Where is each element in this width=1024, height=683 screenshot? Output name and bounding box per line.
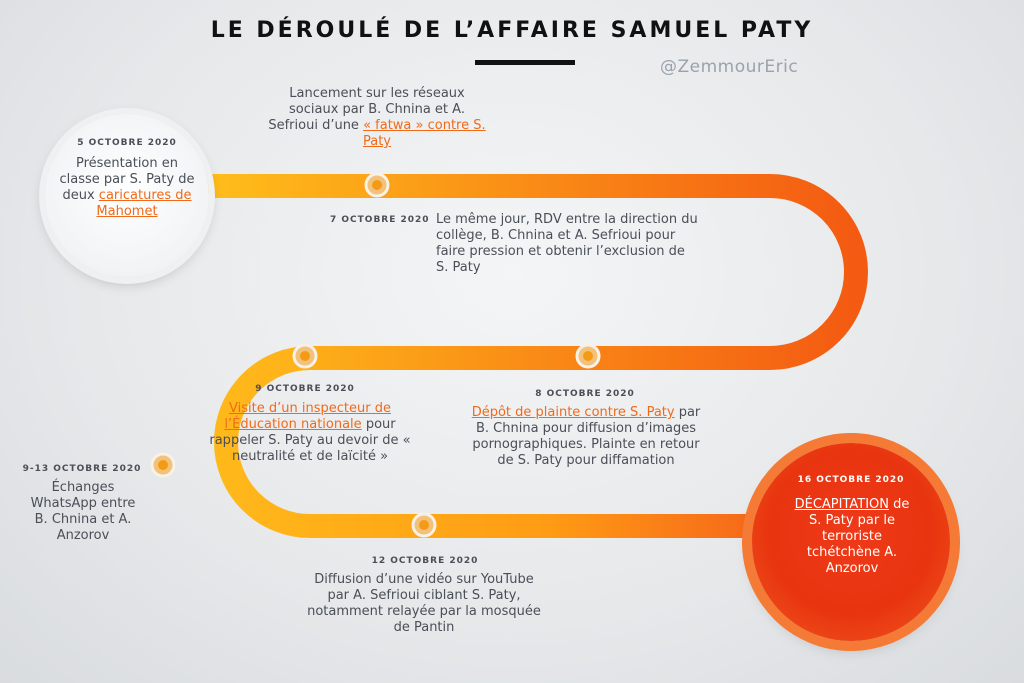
title-underline (475, 60, 575, 65)
event-text-oct5-main: Présentation en classe par S. Paty de de… (59, 156, 195, 203)
end-circle (752, 443, 950, 641)
event-date-oct5: 5 OCTOBRE 2020 (77, 138, 177, 148)
event-text-launch-main: Lancement sur les réseaux sociaux par B.… (268, 86, 465, 133)
event-date-oct7: 7 OCTOBRE 2020 (330, 215, 430, 225)
event-text-oct16-main: de S. Paty par le terroriste tchétchène … (806, 497, 910, 576)
event-text-oct9: Visite d’un inspecteur de l’Éducation na… (198, 401, 422, 465)
road-segment-bottom (214, 346, 760, 538)
milestone-marker-launch (364, 172, 390, 198)
event-text-launch: Lancement sur les réseaux sociaux par B.… (268, 86, 486, 150)
event-text-oct16: DÉCAPITATION de S. Paty par le terrorist… (790, 497, 914, 577)
event-text-oct5: Présentation en classe par S. Paty de de… (58, 156, 196, 220)
milestone-marker-oct9 (292, 343, 318, 369)
event-text-oct8: Dépôt de plainte contre S. Paty par B. C… (468, 405, 704, 469)
event-text-oct9-13: Échanges WhatsApp entre B. Chnina et A. … (30, 480, 136, 543)
event-date-oct9: 9 OCTOBRE 2020 (255, 384, 355, 394)
milestone-marker-oct9-13 (150, 452, 176, 478)
event-highlight-oct9: Visite d’un inspecteur de l’Éducation na… (224, 401, 391, 432)
event-highlight-oct8: Dépôt de plainte contre S. Paty (471, 405, 675, 420)
event-date-oct9-13: 9-13 OCTOBRE 2020 (22, 464, 142, 474)
event-text-oct9-main: pour rappeler S. Paty au devoir de « neu… (209, 417, 411, 464)
milestone-marker-oct12 (411, 512, 437, 538)
event-date-oct8: 8 OCTOBRE 2020 (535, 389, 635, 399)
event-highlight-oct5: caricatures de Mahomet (96, 188, 192, 219)
event-text-oct7: Le même jour, RDV entre la direction du … (436, 212, 698, 275)
milestone-marker-oct8 (575, 343, 601, 369)
event-date-oct12: 12 OCTOBRE 2020 (371, 556, 479, 566)
event-date-oct16: 16 OCTOBRE 2020 (797, 475, 905, 485)
event-text-oct12: Diffusion d’une vidéo sur YouTube par A.… (307, 572, 541, 635)
start-circle (45, 114, 209, 278)
event-text-oct8-main: par B. Chnina pour diffusion d’images po… (472, 405, 701, 468)
page-title: LE DÉROULÉ DE L’AFFAIRE SAMUEL PATY (210, 18, 814, 43)
event-highlight-oct16: DÉCAPITATION (794, 497, 890, 512)
road-segment-top (200, 174, 868, 370)
event-highlight-launch: « fatwa » contre S. Paty (362, 118, 486, 149)
author-handle: @ZemmourEric (660, 57, 799, 77)
